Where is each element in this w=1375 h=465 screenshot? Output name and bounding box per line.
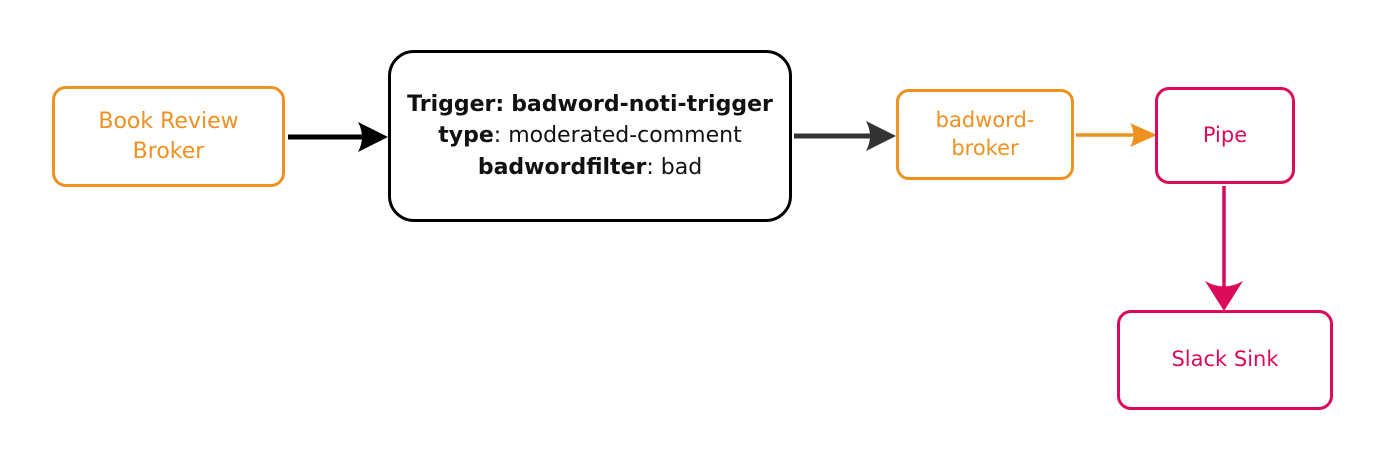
edge-badword-broker-to-pipe — [1076, 123, 1157, 147]
edge-trigger-to-badword-broker — [794, 121, 896, 151]
node-pipe[interactable]: Pipe — [1155, 87, 1295, 184]
trigger-line-1-value: badword-noti-trigger — [511, 92, 773, 118]
node-slack-sink[interactable]: Slack Sink — [1117, 310, 1333, 410]
trigger-line-2-separator: : — [493, 123, 509, 149]
arrowhead-icon — [866, 121, 896, 151]
trigger-line-3-label: badwordfilter — [477, 154, 647, 180]
trigger-line-1-label: Trigger: — [407, 92, 505, 118]
node-pipe-label: Pipe — [1202, 122, 1248, 147]
node-book-review-broker-label: Book Review Broker — [98, 109, 239, 164]
node-trigger[interactable]: Trigger: badword-noti-trigger type: mode… — [388, 50, 792, 222]
trigger-line-3: badwordfilter: bad — [478, 152, 702, 183]
trigger-line-3-value: bad — [660, 154, 703, 180]
node-book-review-broker[interactable]: Book Review Broker — [52, 86, 285, 187]
node-badword-broker-label: badword- broker — [935, 107, 1035, 160]
trigger-line-2: type: moderated-comment — [438, 120, 741, 151]
edge-pipe-to-slack-sink — [1205, 186, 1243, 311]
arrowhead-icon — [1205, 281, 1243, 311]
trigger-line-2-label: type — [438, 123, 494, 149]
arrowhead-icon — [358, 122, 388, 152]
trigger-line-1: Trigger: badword-noti-trigger — [407, 89, 773, 120]
trigger-line-2-value: moderated-comment — [508, 123, 742, 149]
edge-book-review-broker-to-trigger — [288, 122, 388, 152]
trigger-line-3-separator: : — [646, 154, 661, 180]
node-slack-sink-label: Slack Sink — [1171, 347, 1279, 372]
node-badword-broker[interactable]: badword- broker — [896, 89, 1074, 180]
arrowhead-icon — [1130, 123, 1157, 147]
